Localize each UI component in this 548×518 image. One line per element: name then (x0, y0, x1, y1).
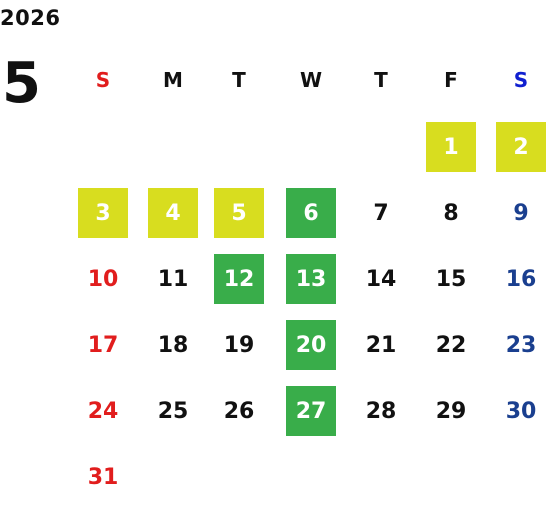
calendar-day-28[interactable]: 28 (365, 398, 397, 424)
calendar-week-6: 31 (66, 452, 548, 518)
calendar-day-26[interactable]: 26 (223, 398, 255, 424)
calendar-day-8[interactable]: 8 (443, 200, 459, 226)
calendar-month: 5 (2, 51, 41, 116)
calendar-day-30[interactable]: 30 (505, 398, 537, 424)
calendar-week-4: 17 18 19 20 21 22 23 (66, 320, 548, 386)
weekday-header-thursday: T (374, 68, 388, 92)
calendar-day-27[interactable]: 27 (286, 386, 336, 436)
calendar-day-12[interactable]: 12 (214, 254, 264, 304)
calendar-day-29[interactable]: 29 (435, 398, 467, 424)
calendar-day-24[interactable]: 24 (87, 398, 119, 424)
calendar-day-17[interactable]: 17 (87, 332, 119, 358)
calendar-day-22[interactable]: 22 (435, 332, 467, 358)
weekday-header-tuesday: T (232, 68, 246, 92)
month-calendar-grid: S M T W T F S 1 2 3 4 5 6 7 8 9 10 11 12… (66, 58, 548, 503)
weekday-header-sunday: S (95, 68, 111, 92)
calendar-day-20[interactable]: 20 (286, 320, 336, 370)
calendar-day-21[interactable]: 21 (365, 332, 397, 358)
calendar-day-5[interactable]: 5 (214, 188, 264, 238)
calendar-day-3[interactable]: 3 (78, 188, 128, 238)
calendar-day-7[interactable]: 7 (373, 200, 389, 226)
calendar-day-15[interactable]: 15 (435, 266, 467, 292)
weekday-header-monday: M (163, 68, 183, 92)
calendar-week-5: 24 25 26 27 28 29 30 (66, 386, 548, 452)
calendar-day-25[interactable]: 25 (157, 398, 189, 424)
calendar-day-10[interactable]: 10 (87, 266, 119, 292)
calendar-day-16[interactable]: 16 (505, 266, 537, 292)
calendar-year: 2026 (0, 6, 61, 30)
calendar-day-14[interactable]: 14 (365, 266, 397, 292)
calendar-day-19[interactable]: 19 (223, 332, 255, 358)
calendar-day-1[interactable]: 1 (426, 122, 476, 172)
calendar-day-2[interactable]: 2 (496, 122, 546, 172)
calendar-day-9[interactable]: 9 (513, 200, 529, 226)
calendar-week-1: 1 2 (66, 122, 548, 188)
weekday-header-friday: F (444, 68, 458, 92)
calendar-day-31[interactable]: 31 (87, 464, 119, 490)
calendar-day-13[interactable]: 13 (286, 254, 336, 304)
calendar-day-6[interactable]: 6 (286, 188, 336, 238)
calendar-week-3: 10 11 12 13 14 15 16 (66, 254, 548, 320)
calendar-day-23[interactable]: 23 (505, 332, 537, 358)
weekday-header-row: S M T W T F S (66, 58, 548, 102)
calendar-day-18[interactable]: 18 (157, 332, 189, 358)
calendar-day-4[interactable]: 4 (148, 188, 198, 238)
calendar-week-2: 3 4 5 6 7 8 9 (66, 188, 548, 254)
calendar-day-11[interactable]: 11 (157, 266, 189, 292)
weekday-header-wednesday: W (299, 68, 323, 92)
weekday-header-saturday: S (513, 68, 529, 92)
